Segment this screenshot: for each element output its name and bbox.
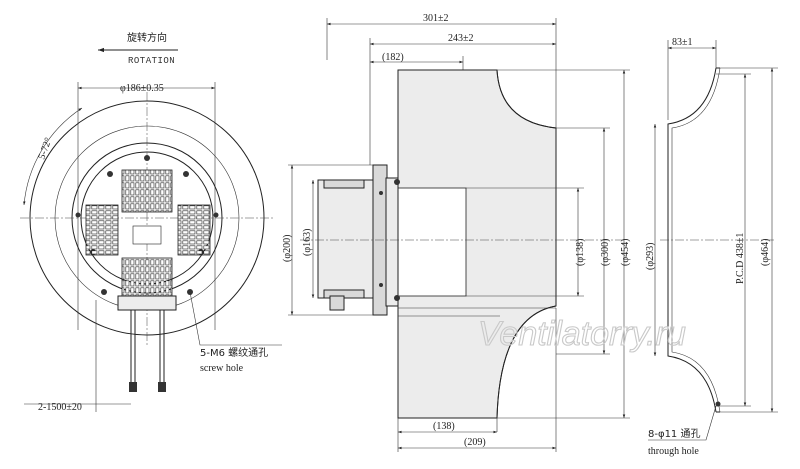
dim-300: (φ300) [600,239,611,266]
cable-length: 2-1500±20 [38,402,82,413]
terminal-box [117,295,177,311]
screw-hole-label-en: screw hole [200,363,244,374]
front-view: 旋转方向 ROTATION φ186±0.35 5-72° [20,31,282,413]
rotation-label-cn: 旋转方向 [127,31,167,44]
dim-182: (182) [382,52,404,63]
dim-200: (φ200) [282,235,293,262]
inlet-ring-view: 83±1 (φ293) P.C.D 438±1 (φ464) 8-φ11 通孔 … [645,37,778,457]
watermark: Ventilatorry.ru [478,315,686,353]
through-hole-label-en: through hole [648,446,699,457]
dim-186: φ186±0.35 [120,83,164,94]
cable-end-2 [158,382,166,392]
dim-464: (φ464) [760,239,771,266]
rotation-label-en: ROTATION [128,56,175,66]
dim-138: (φ138) [575,239,586,266]
dim-243: 243±2 [448,33,474,44]
motor-fins [85,169,211,299]
dim-bottom-138: (138) [433,421,455,432]
through-hole-mark [715,401,721,407]
dim-83: 83±1 [672,37,693,48]
motor-housing [317,179,374,299]
dim-301: 301±2 [423,13,449,24]
angle-572: 5-72° [36,136,54,161]
dim-bottom-209: (209) [464,437,486,448]
dim-pcd-438: P.C.D 438±1 [735,233,746,284]
cable-end-1 [129,382,137,392]
dim-293: (φ293) [645,243,656,270]
through-hole-label-cn: 8-φ11 通孔 [648,428,700,440]
screw-hole-label-cn: 5-M6 螺纹通孔 [200,346,268,359]
dim-454: (φ454) [620,239,631,266]
dim-163: (φ163) [302,229,313,256]
angle-arc [23,107,83,206]
side-view: 301±2 243±2 (182) (φ200) [282,13,631,452]
